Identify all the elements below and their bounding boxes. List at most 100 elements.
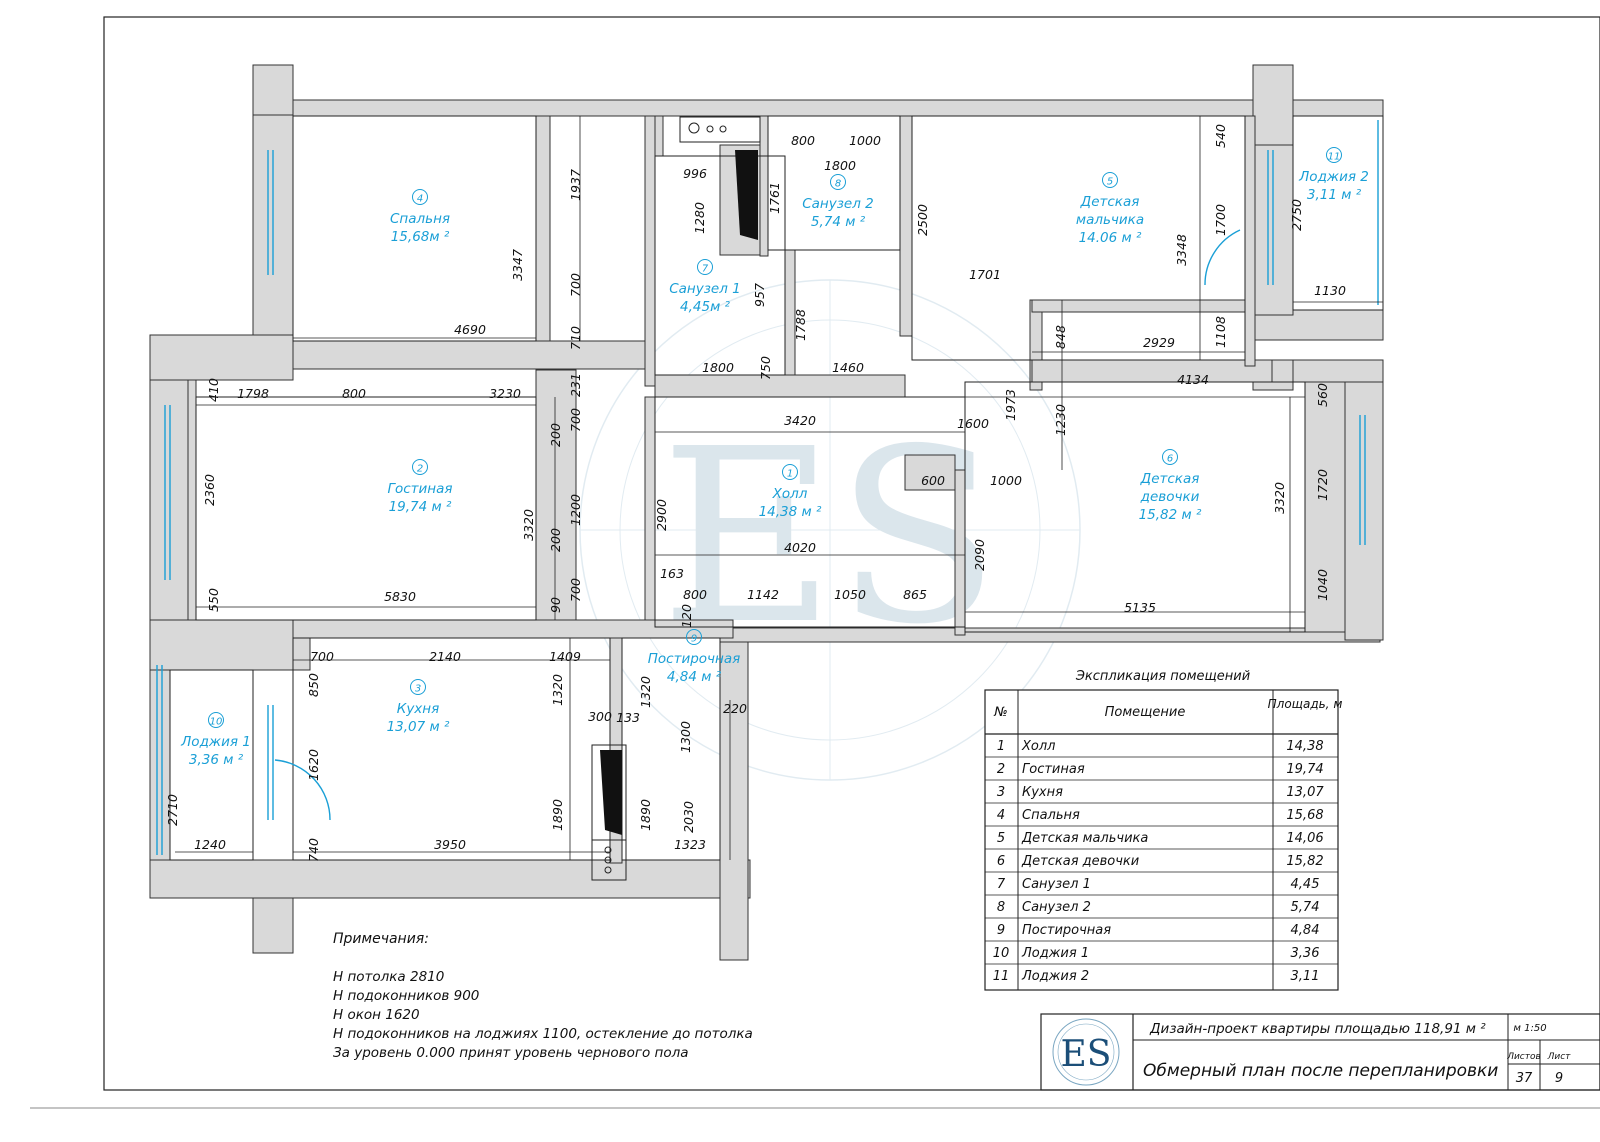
explication-header-area: Площадь, м (1268, 697, 1343, 711)
dimension-value: 1000 (849, 133, 881, 148)
dimension-value: 1600 (957, 416, 989, 431)
dimension-value: 231 (568, 373, 583, 397)
dimension-value: 2710 (165, 794, 180, 826)
room-number-circle (782, 464, 798, 480)
explication-cell-num: 9 (997, 923, 1005, 938)
room-name: Санузел 2 (802, 196, 874, 212)
explication-cell-num: 10 (993, 946, 1010, 961)
dimension-value: 740 (306, 838, 321, 862)
room-name: Лоджия 1 (180, 734, 251, 750)
explication-cell-area: 3,11 (1291, 969, 1320, 984)
dimension-value: 1798 (237, 386, 269, 401)
room-number-circle (697, 259, 713, 275)
dimension-value: 4690 (454, 322, 486, 337)
dimension-value: 1761 (767, 182, 782, 214)
dimension-value: 3420 (784, 413, 816, 428)
room-number-circle (686, 629, 702, 645)
explication-cell-area: 4,84 (1291, 923, 1320, 938)
explication-cell-num: 1 (997, 739, 1005, 754)
dimension-value: 1300 (678, 721, 693, 753)
dimension-value: 1409 (549, 649, 581, 664)
room-number: 7 (702, 264, 709, 275)
dimension-value: 1460 (832, 360, 864, 375)
dimension-value: 1890 (638, 799, 653, 831)
room-name: Кухня (397, 701, 440, 717)
room-area: 19,74 м ² (389, 499, 452, 515)
dimension-value: 865 (903, 587, 927, 602)
dimension-value: 1280 (692, 202, 707, 234)
explication-cell-area: 4,45 (1291, 877, 1320, 892)
note-line: Н подоконников 900 (333, 988, 479, 1004)
dimension-value: 700 (568, 408, 583, 432)
explication-header-room: Помещение (1105, 705, 1186, 720)
room-number: 4 (417, 194, 423, 205)
room-number: 6 (1167, 454, 1173, 465)
logo-text: ES (1061, 1034, 1112, 1075)
explication-cell-room: Спальня (1022, 808, 1080, 823)
dimension-lines (175, 116, 1383, 860)
dimension-value: 1240 (194, 837, 226, 852)
explication-cell-num: 3 (997, 785, 1005, 800)
dimension-value: 700 (310, 649, 334, 664)
explication-cell-num: 2 (997, 762, 1005, 777)
title-block: ES Дизайн-проект квартиры площадью 118,9… (1040, 1013, 1600, 1091)
explication-cell-area: 5,74 (1291, 900, 1320, 915)
explication-cell-num: 8 (997, 900, 1005, 915)
room-number: 11 (1328, 152, 1341, 163)
dimension-value: 700 (568, 578, 583, 602)
dimension-value: 2140 (429, 649, 461, 664)
room-name: Постирочная (648, 651, 741, 667)
dimension-value: 550 (206, 588, 221, 612)
room-name: Детская (1080, 194, 1140, 210)
sheet-frame (103, 16, 1600, 1091)
dimension-value: 133 (616, 710, 640, 725)
dimension-value: 1700 (1213, 204, 1228, 236)
explication-cell-room: Санузел 2 (1022, 900, 1091, 915)
dimension-value: 90 (548, 597, 563, 613)
dimension-value: 560 (1315, 383, 1330, 407)
room-name: девочки (1140, 489, 1200, 505)
room-number: 1 (787, 469, 793, 480)
dimension-value: 1230 (1053, 404, 1068, 436)
room-number: 10 (210, 717, 223, 728)
explication-cell-area: 14,06 (1286, 831, 1323, 846)
fixtures (591, 116, 761, 881)
dimension-value: 800 (342, 386, 366, 401)
room-number-circle (1162, 449, 1178, 465)
explication-cell-room: Холл (1021, 739, 1055, 754)
dimension-value: 1142 (747, 587, 779, 602)
room-number: 2 (417, 464, 423, 475)
dimension-value: 800 (683, 587, 707, 602)
dimension-value: 200 (548, 528, 563, 552)
sheets-value: 37 (1516, 1071, 1533, 1086)
sheet-label: Лист (1547, 1052, 1572, 1062)
dimension-value: 1200 (568, 494, 583, 526)
explication-cell-num: 7 (997, 877, 1006, 892)
room-name: Спальня (390, 211, 450, 227)
dimension-value: 540 (1213, 124, 1228, 148)
dimension-value: 2750 (1289, 199, 1304, 231)
dimension-value: 5830 (384, 589, 416, 604)
dimension-value: 600 (921, 473, 945, 488)
dimension-value: 3950 (434, 837, 466, 852)
explication-row: 8 Санузел 2 5,74 (985, 894, 1338, 915)
room-name: Детская (1140, 471, 1200, 487)
dimension-value: 3320 (1272, 482, 1287, 514)
explication-cell-room: Кухня (1022, 785, 1063, 800)
dimension-value: 2900 (654, 499, 669, 531)
explication-cell-room: Детская девочки (1021, 854, 1139, 869)
room-number: 5 (1107, 177, 1113, 188)
